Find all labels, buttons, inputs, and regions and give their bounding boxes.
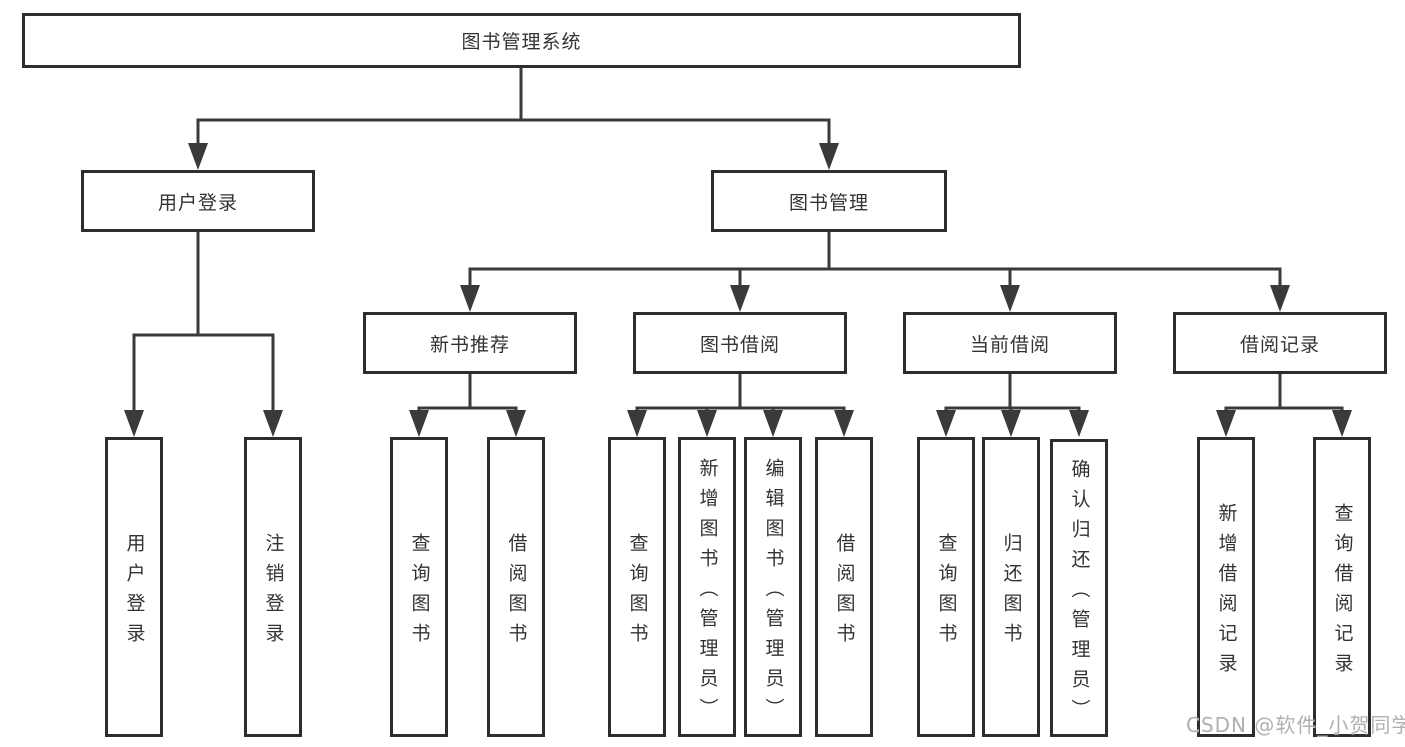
node-label: 确认归还（管理员）: [1068, 458, 1091, 729]
connector-management-to-groups: [460, 232, 1290, 312]
node-book-management: 图书管理: [711, 170, 947, 232]
node-label: 新增图书（管理员）: [696, 457, 719, 728]
arrowhead: [697, 410, 717, 437]
connector-newbook-to-leaves: [409, 374, 526, 437]
node-current-borrowing: 当前借阅: [903, 312, 1117, 374]
leaf-user-login: 用户登录: [105, 437, 163, 737]
arrowhead: [124, 410, 144, 437]
node-user-login: 用户登录: [81, 170, 315, 232]
leaf-query-borrow-record: 查询借阅记录: [1313, 437, 1371, 737]
arrowhead: [834, 410, 854, 437]
node-label: 用户登录: [157, 191, 238, 214]
node-label: 查询图书: [408, 532, 431, 653]
arrowhead: [936, 410, 956, 437]
leaf-confirm-return-admin: 确认归还（管理员）: [1050, 439, 1108, 737]
node-label: 查询图书: [935, 532, 958, 653]
arrowhead: [506, 410, 526, 437]
arrowhead: [1270, 285, 1290, 312]
node-label: 新增借阅记录: [1215, 502, 1238, 683]
node-label: 借阅图书: [833, 532, 856, 653]
leaf-query-books-3: 查询图书: [917, 437, 975, 737]
leaf-query-books-1: 查询图书: [390, 437, 448, 737]
node-label: 归还图书: [1000, 532, 1023, 653]
arrowhead: [1216, 410, 1236, 437]
node-label: 查询借阅记录: [1331, 502, 1354, 683]
node-library-system: 图书管理系统: [22, 13, 1021, 68]
leaf-edit-books-admin: 编辑图书（管理员）: [744, 437, 802, 737]
leaf-add-borrow-record: 新增借阅记录: [1197, 437, 1255, 737]
leaf-add-books-admin: 新增图书（管理员）: [678, 437, 736, 737]
arrowhead: [1001, 410, 1021, 437]
leaf-return-books: 归还图书: [982, 437, 1040, 737]
node-label: 当前借阅: [969, 333, 1050, 356]
connector-current-to-leaves: [936, 374, 1089, 437]
csdn-watermark: CSDN @软件_小贺同学: [1186, 713, 1405, 737]
node-new-book-recommend: 新书推荐: [363, 312, 577, 374]
arrowhead: [1332, 410, 1352, 437]
arrowhead: [263, 410, 283, 437]
leaf-logout: 注销登录: [244, 437, 302, 737]
arrowhead: [730, 285, 750, 312]
node-label: 借阅记录: [1239, 333, 1320, 356]
node-label: 用户登录: [123, 532, 146, 653]
leaf-borrow-books-2: 借阅图书: [815, 437, 873, 737]
arrowhead: [188, 143, 208, 170]
leaf-query-books-2: 查询图书: [608, 437, 666, 737]
arrowhead: [460, 285, 480, 312]
node-label: 图书管理系统: [461, 31, 582, 53]
arrowhead: [763, 410, 783, 437]
leaf-borrow-books-1: 借阅图书: [487, 437, 545, 737]
connector-root-to-level2: [188, 68, 839, 170]
node-label: 图书借阅: [699, 333, 780, 356]
node-label: 借阅图书: [505, 532, 528, 653]
connector-borrow-to-leaves: [627, 374, 854, 437]
node-borrowing-records: 借阅记录: [1173, 312, 1387, 374]
node-book-borrowing: 图书借阅: [633, 312, 847, 374]
arrowhead: [409, 410, 429, 437]
node-label: 新书推荐: [429, 333, 510, 356]
arrowhead: [627, 410, 647, 437]
node-label: 注销登录: [262, 532, 285, 653]
arrowhead: [1000, 285, 1020, 312]
arrowhead: [819, 143, 839, 170]
node-label: 图书管理: [788, 191, 869, 214]
arrowhead: [1069, 410, 1089, 437]
node-label: 查询图书: [626, 532, 649, 653]
connector-records-to-leaves: [1216, 374, 1352, 437]
node-label: 编辑图书（管理员）: [762, 457, 785, 728]
connector-login-to-leaves: [124, 232, 283, 437]
